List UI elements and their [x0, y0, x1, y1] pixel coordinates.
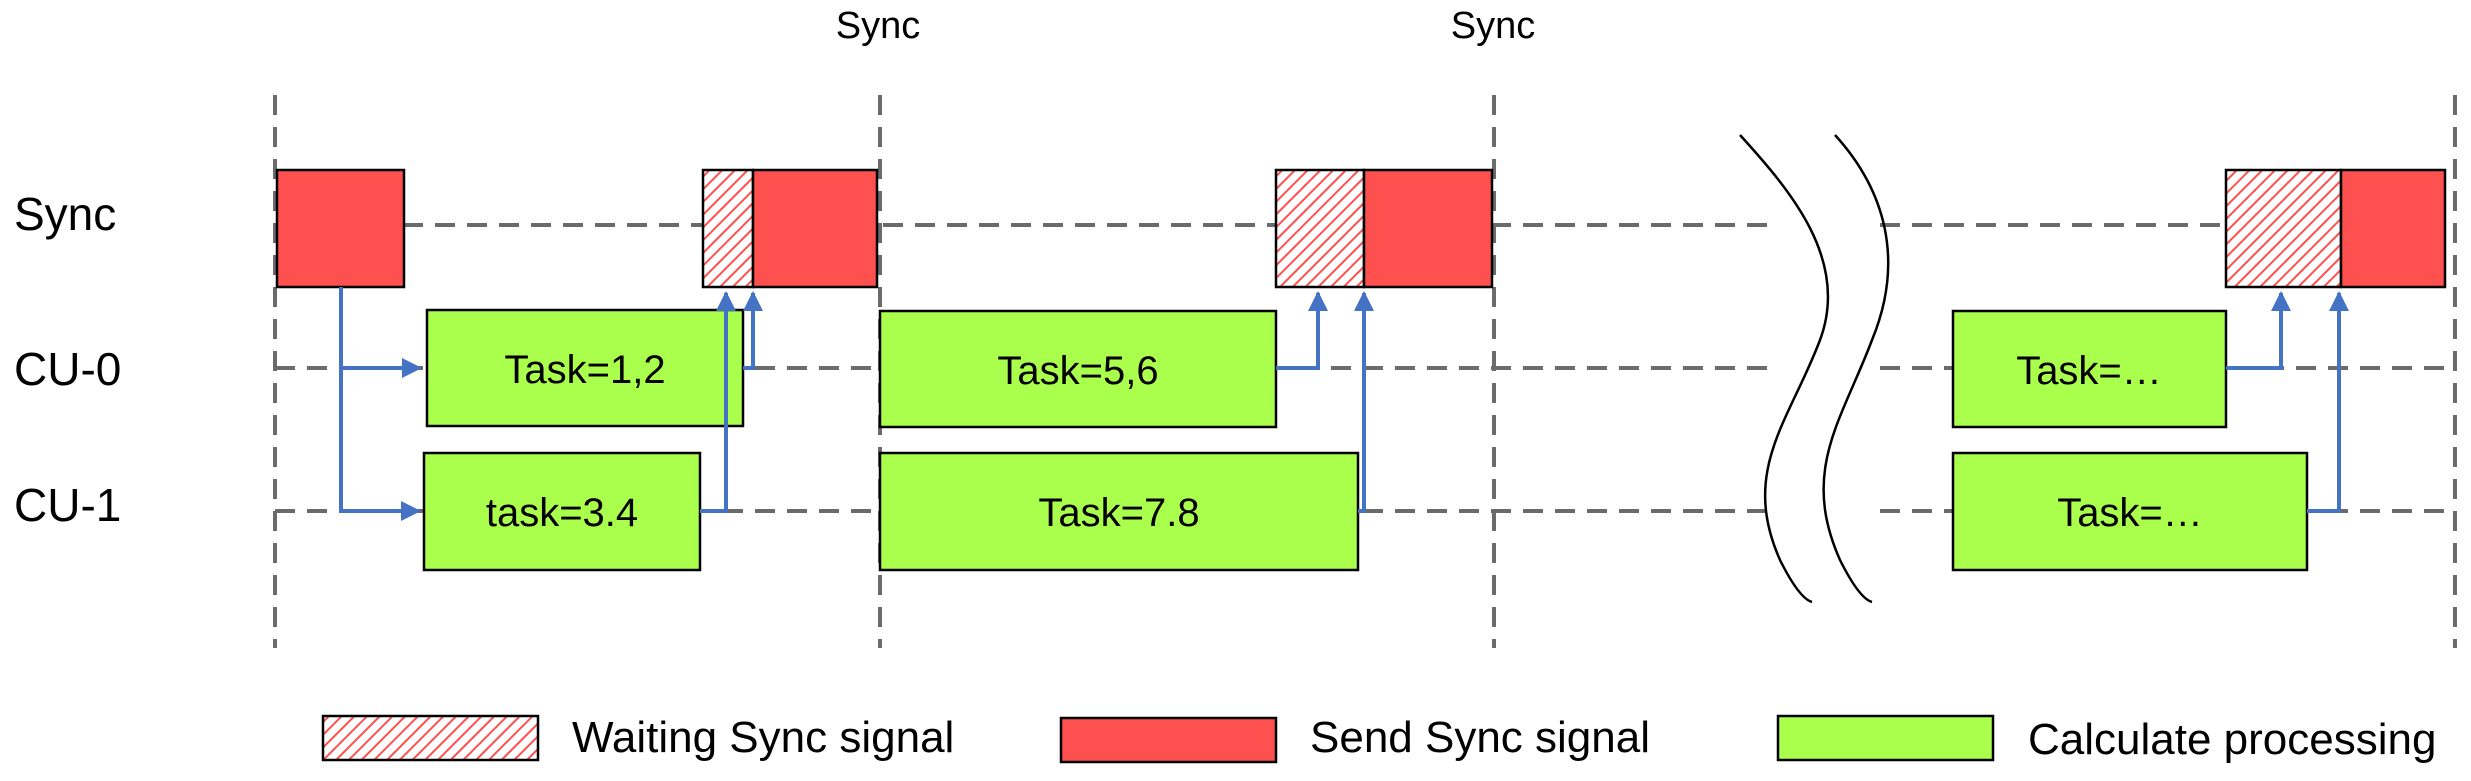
waiting-sync-box-1: [701, 168, 755, 289]
send-sync-box-1: [275, 168, 406, 289]
dispatch-arrow-cu0: [339, 287, 422, 378]
legend-calc-swatch: [1776, 714, 1995, 762]
task-label-cu1-c: Task=…: [2057, 491, 2203, 535]
complete-arrow-cu0-b: [1276, 291, 1328, 370]
time-break-curve-right: [1822, 134, 1890, 604]
row-label-sync: Sync: [14, 188, 116, 240]
row-label-cu0: CU-0: [14, 343, 121, 395]
task-label-cu0-b: Task=5,6: [997, 349, 1158, 393]
complete-arrow-cu1-a: [700, 291, 736, 513]
task-label-cu1-b: Task=7.8: [1038, 491, 1199, 535]
sync-marker-label-2: Sync: [1451, 5, 1535, 47]
waiting-sync-box-2: [1274, 168, 1366, 289]
send-sync-box-3: [1362, 168, 1494, 289]
complete-arrow-cu0-a: [743, 291, 763, 370]
complete-arrow-cu1-b: [1354, 291, 1374, 513]
task-label-cu0-a: Task=1,2: [504, 348, 665, 392]
waiting-sync-box-3: [2224, 168, 2343, 289]
dispatch-arrow-cu1: [339, 368, 421, 521]
time-break-curve-left: [1739, 134, 1830, 604]
legend-send-label: Send Sync signal: [1310, 713, 1650, 762]
legend-waiting-swatch: [321, 714, 540, 762]
send-sync-box-2: [751, 168, 879, 289]
task-label-cu1-a: task=3.4: [486, 491, 638, 535]
complete-arrow-cu0-c: [2226, 291, 2291, 370]
task-box-cu1-b: [878, 451, 1360, 572]
legend-waiting-label: Waiting Sync signal: [572, 713, 954, 762]
sync-marker-label-1: Sync: [836, 5, 920, 47]
task-box-cu1-c: [1951, 451, 2309, 572]
task-box-cu0-b: [878, 309, 1278, 429]
row-label-cu1: CU-1: [14, 479, 121, 531]
task-label-cu0-c: Task=…: [2016, 349, 2162, 393]
complete-arrow-cu1-c: [2307, 291, 2349, 513]
send-sync-box-4: [2339, 168, 2447, 289]
legend-send-swatch: [1059, 716, 1278, 764]
task-box-cu0-a: [425, 308, 745, 428]
legend-calc-label: Calculate processing: [2028, 715, 2436, 764]
